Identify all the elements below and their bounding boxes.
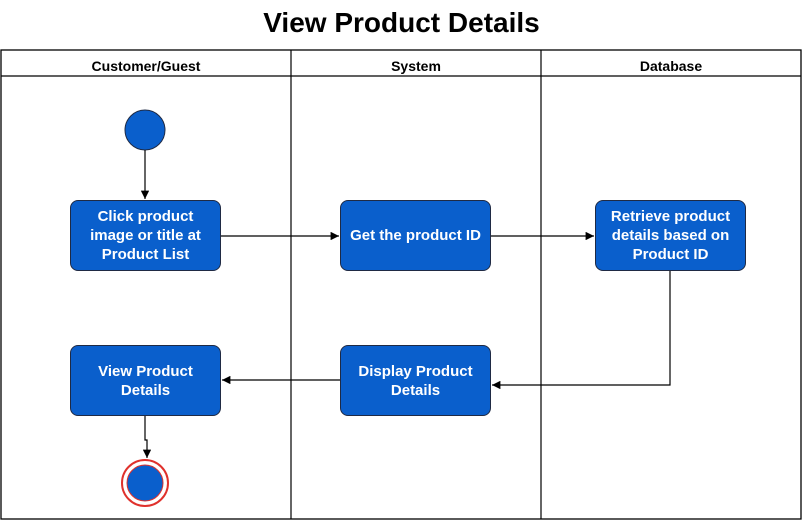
activity-view-details-label: View Product Details <box>98 362 193 399</box>
activity-get-product-id[interactable]: Get the product ID <box>340 200 491 271</box>
activity-retrieve-details-label: Retrieve product details based on Produc… <box>610 208 731 263</box>
activity-get-product-id-label: Get the product ID <box>350 227 481 244</box>
activity-click-product-label: Click product image or title at Product … <box>90 208 201 263</box>
pool-frame <box>0 49 802 520</box>
lane-label-customer: Customer/Guest <box>91 58 201 74</box>
activity-click-product[interactable]: Click product image or title at Product … <box>70 200 221 271</box>
lane-label-database: Database <box>639 58 703 74</box>
lane-label-system: System <box>391 58 441 74</box>
activity-display-details[interactable]: Display Product Details <box>340 345 491 416</box>
diagram-title: View Product Details <box>263 7 540 38</box>
activity-retrieve-details[interactable]: Retrieve product details based on Produc… <box>595 200 746 271</box>
activity-display-details-label: Display Product Details <box>358 362 473 399</box>
activity-view-details[interactable]: View Product Details <box>70 345 221 416</box>
flow-view-to-end <box>142 415 152 458</box>
start-node <box>124 109 166 151</box>
flow-retrieve-to-display <box>492 271 671 390</box>
end-node-ring <box>121 459 169 507</box>
end-node-core <box>126 464 164 502</box>
